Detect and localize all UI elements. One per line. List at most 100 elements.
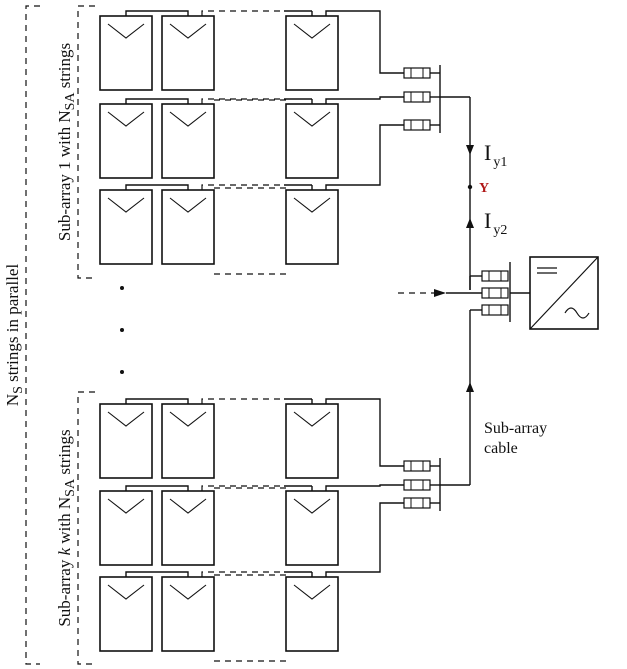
cable-label-line1: Sub-array [484,420,547,437]
sak-row2-module3 [285,490,339,566]
sak-row3-module3 [285,576,339,652]
sak-row1-module3 [285,403,339,479]
pv-cell-mark [293,411,331,427]
string-lead [325,398,404,467]
pv-module [99,189,153,265]
pv-cell-mark [169,584,207,600]
combiner-fuse-3 [481,304,509,316]
module-link [125,98,189,104]
sa1-row3-module3 [285,189,339,265]
sa1-row3-module1 [99,189,153,265]
string-fuse [403,91,431,103]
sa1-row2-module2 [161,103,215,179]
pv-cell-mark [169,411,207,427]
pv-cell-mark [107,23,145,39]
junction-label: Y [479,181,489,196]
string-lead [325,484,404,491]
combiner-fuse-1 [481,270,509,282]
pv-cell-mark [107,498,145,514]
pv-module [285,403,339,479]
subarray-k-panels [99,403,339,652]
module-link-dashed [201,10,284,16]
pv-cell-mark [107,111,145,127]
module-link-dashed [201,485,284,491]
sa1-row2-module1 [99,103,153,179]
combiner-box [398,262,530,322]
cable-label-line2: cable [484,440,518,457]
pv-module [161,403,215,479]
string-fuse [403,479,431,491]
outer-group-bracket [25,5,40,665]
pv-module [285,103,339,179]
module-link-dashed [201,571,284,577]
pv-module [161,15,215,91]
pv-module [285,576,339,652]
pv-module [99,103,153,179]
pv-cell-mark [169,23,207,39]
pv-module [99,576,153,652]
current-arrow-2 [466,218,474,228]
sak-row3-module1 [99,576,153,652]
outer-group-label: NS strings in parallel [3,264,26,407]
junction-point [467,184,473,190]
inverter [529,256,599,330]
sak-row2-module2 [161,490,215,566]
subarray-1-panels [99,15,339,265]
subarray-k-bracket [77,391,95,665]
string-lead [325,96,404,104]
string-lead [325,10,404,74]
ac-sine-icon [564,307,590,319]
pv-cell-mark [169,197,207,213]
pv-cell-mark [169,498,207,514]
pv-module [99,15,153,91]
string-fuse [403,67,431,79]
string-fuse [403,119,431,131]
string-wiring [125,10,470,662]
sak-row1-module1 [99,403,153,479]
sak-row3-module2 [161,576,215,652]
module-link-dashed [201,398,284,404]
sa1-row1-module1 [99,15,153,91]
pv-cell-mark [107,584,145,600]
subarray-ellipsis [120,286,124,374]
pv-module [161,490,215,566]
string-lead [325,502,404,577]
pv-module [285,490,339,566]
module-link [125,184,189,190]
module-link-dashed [201,184,284,190]
pv-module [285,15,339,91]
pv-module [99,490,153,566]
module-link [125,10,189,16]
string-fuses [403,67,431,509]
sa1-row1-module2 [161,15,215,91]
pv-cell-mark [169,111,207,127]
subarray-cables [466,97,474,485]
sak-row1-module2 [161,403,215,479]
pv-module [161,576,215,652]
current-arrow-k [466,382,474,392]
subarray-1-label: Sub-array 1 with NSA strings [55,43,78,241]
sa1-row3-module2 [161,189,215,265]
inverter-diagonal [529,256,599,330]
module-link [125,571,189,577]
subarray-1-bracket [77,5,95,279]
module-link [125,398,189,404]
sak-row2-module1 [99,490,153,566]
pv-cell-mark [107,197,145,213]
pv-module [99,403,153,479]
pv-cell-mark [293,23,331,39]
module-link-dashed [201,98,284,104]
pv-module [161,189,215,265]
current-arrow-1 [466,145,474,155]
subarray-k-label: Sub-array k with NSA strings [55,429,78,626]
string-fuse [403,460,431,472]
string-lead [325,124,404,190]
module-link [125,485,189,491]
pv-module [285,189,339,265]
pv-cell-mark [293,498,331,514]
pv-cell-mark [293,197,331,213]
pv-cell-mark [293,111,331,127]
